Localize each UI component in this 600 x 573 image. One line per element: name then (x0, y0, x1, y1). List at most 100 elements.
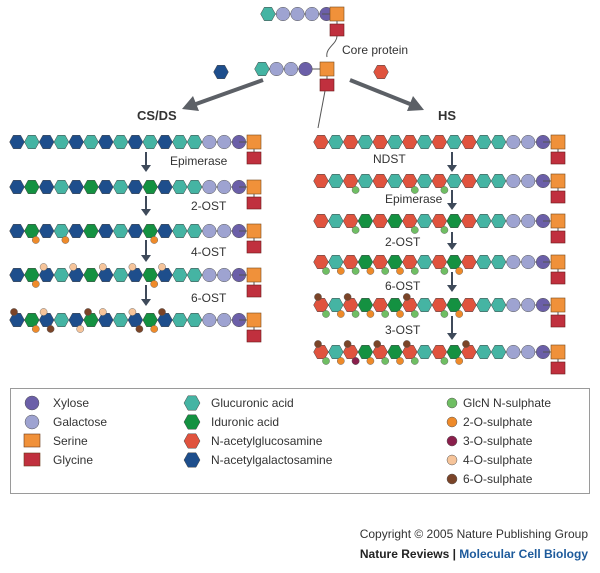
galnac-mark (9, 180, 25, 194)
galnac-mark (127, 224, 144, 238)
galnac-mark (127, 313, 144, 327)
galnac-swatch (183, 452, 201, 468)
glucuronic-acid-mark (476, 135, 492, 149)
cs-ds-label: CS/DS (137, 108, 177, 123)
galactose-mark (304, 6, 320, 22)
n-sulphate-dot (410, 226, 419, 234)
galnac-mark (68, 180, 84, 194)
serine-mark (550, 134, 566, 150)
galactose-mark (521, 134, 536, 150)
glucuronic-acid-mark (112, 180, 129, 194)
galactose-mark (283, 61, 299, 77)
hs-row-6 (313, 340, 566, 375)
galnac-mark (9, 224, 25, 238)
glucuronic-acid-mark (172, 180, 188, 194)
glucuronic-acid-mark (260, 7, 276, 21)
glucuronic-acid-mark (53, 268, 70, 282)
n-sulphate-dot (440, 267, 449, 275)
iduronic-acid-mark (387, 345, 403, 359)
4-o-sulphate-dot (69, 263, 77, 271)
serine-mark (550, 173, 566, 189)
2-o-sulphate-dot (150, 236, 158, 244)
n-sulphate-dot (410, 267, 419, 275)
galactose-mark (506, 173, 521, 189)
galactose-mark (275, 6, 291, 22)
n-sulphate-dot (440, 226, 449, 234)
galactose-mark (506, 134, 521, 150)
hs-arrow-4-head (447, 285, 457, 292)
iduronic-acid-mark (357, 345, 374, 359)
glucuronic-acid-mark (112, 135, 129, 149)
n-sulphate-dot (381, 357, 390, 365)
legend-glycine: Glycine (53, 453, 93, 467)
6-o-sulphate-dot (402, 293, 411, 301)
iduronic-acid-mark (387, 298, 403, 312)
glcnac-mark (342, 214, 359, 228)
galnac-mark (98, 135, 114, 149)
galactose-mark (521, 173, 536, 189)
2-o-sulphate-dot (32, 325, 40, 333)
cs-arrow-4-head (141, 299, 151, 306)
glucuronic-acid-mark (490, 255, 507, 269)
chain-rows (9, 134, 566, 375)
galnac-mark (9, 135, 25, 149)
iduronic-acid-mark (357, 298, 374, 312)
legend-swatches (23, 395, 458, 485)
glucuronic-acid-mark (490, 135, 507, 149)
glucuronic-acid-mark (476, 345, 492, 359)
glcnac-mark (372, 214, 388, 228)
cs-enzyme-epimerase: Epimerase (170, 154, 228, 168)
2-o-sulphate-dot (150, 280, 158, 288)
6-o-sulphate-dot (135, 325, 144, 333)
2-o-sulphate-dot (396, 310, 404, 318)
glucuronic-acid-mark (357, 135, 374, 149)
glucuronic-acid-mark (476, 174, 492, 188)
2-o-sulphate-dot (455, 357, 464, 365)
gag-biosynthesis-diagram: Core protein CS/DS HS Epimerase 2-OST 4-… (9, 6, 566, 375)
glycine-mark (329, 23, 345, 37)
2-o-sulphate-dot (32, 236, 40, 244)
n-sulphate-dot (351, 267, 360, 275)
legend: Xylose Galactose Serine Glycine Glucuron… (10, 388, 590, 494)
iduronic-acid-mark (24, 313, 40, 327)
serine-mark (329, 6, 345, 22)
n-sulphate-dot (410, 310, 419, 318)
3-o-sulphate-swatch (446, 435, 458, 447)
glcnac-mark (373, 65, 389, 79)
glcnac-mark (313, 214, 329, 228)
hs-enzyme-6-ost: 6-OST (385, 279, 421, 293)
hs-row-4 (313, 254, 566, 285)
galnac-mark (38, 135, 55, 149)
cs-row-5 (9, 308, 262, 343)
serine-mark (550, 297, 566, 313)
galactose-mark (217, 134, 232, 150)
glcnac-mark (313, 174, 329, 188)
legend-col3: GlcN N-sulphate 2-O-sulphate 3-O-sulphat… (463, 396, 551, 486)
glycine-mark (550, 361, 566, 375)
iduronic-acid-mark (142, 313, 158, 327)
glucuronic-acid-mark (328, 135, 344, 149)
n-sulphate-dot (351, 226, 360, 234)
glycine-mark (246, 284, 262, 298)
cs-row-2 (9, 179, 262, 210)
n-sulphate-dot (410, 186, 419, 194)
glcnac-mark (402, 345, 418, 359)
glucuronic-acid-mark (490, 174, 507, 188)
galnac-mark (157, 268, 173, 282)
legend-6-o-sulphate: 6-O-sulphate (463, 472, 533, 486)
glycine-mark (550, 230, 566, 244)
glucuronic-acid-mark (446, 135, 462, 149)
glcnac-mark (461, 174, 477, 188)
iduronic-acid-mark (24, 268, 40, 282)
glycine-mark (246, 329, 262, 343)
glcnac-mark (431, 345, 448, 359)
glucuronic-acid-mark (53, 180, 70, 194)
n-sulphate-dot (440, 186, 449, 194)
iduronic-acid-mark (387, 214, 403, 228)
glucuronic-acid-mark (254, 62, 270, 76)
galnac-mark (157, 180, 173, 194)
2-o-sulphate-swatch (446, 416, 458, 428)
glucuronic-acid-mark (416, 214, 433, 228)
2-o-sulphate-dot (366, 310, 375, 318)
4-o-sulphate-dot (99, 263, 107, 271)
